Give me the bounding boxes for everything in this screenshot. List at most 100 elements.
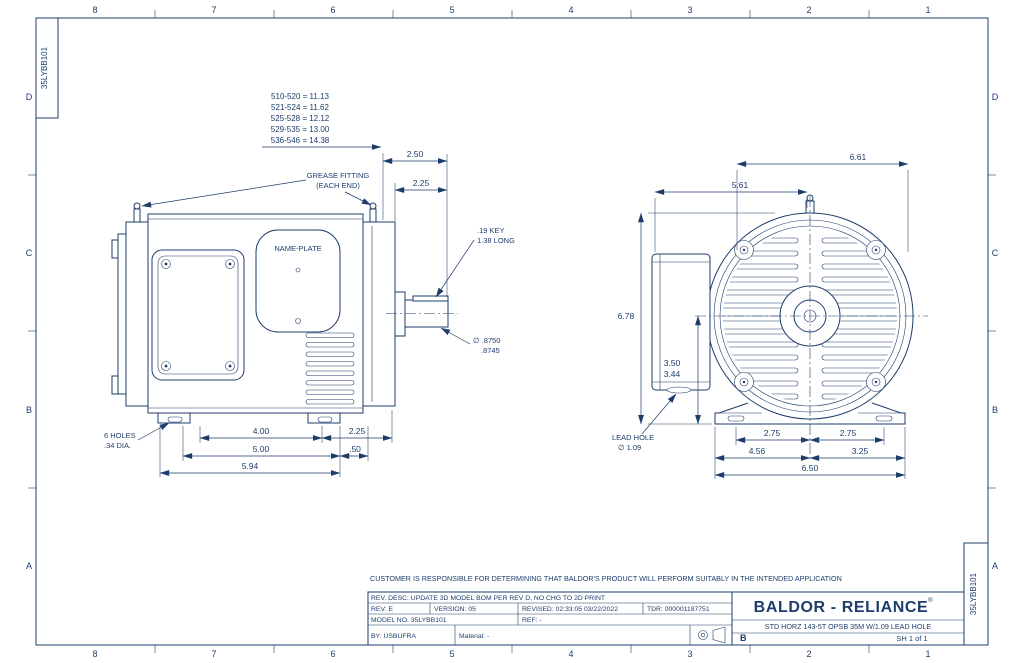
zone-row-label: D bbox=[26, 92, 33, 102]
grease-fitting-left bbox=[133, 202, 141, 223]
shaft-dia-line1: ∅ .8750 bbox=[473, 336, 500, 345]
zone-row-label: C bbox=[992, 248, 999, 258]
nameplate: NAME-PLATE bbox=[255, 229, 341, 333]
dim-base-overall: 6.50 bbox=[802, 463, 819, 473]
zone-col-label: 5 bbox=[449, 5, 454, 15]
dim-foot-right: 2.75 bbox=[840, 428, 857, 438]
zone-labels-right: D C B A bbox=[992, 92, 999, 571]
shaft-dia-line2: .8745 bbox=[481, 346, 500, 355]
dim-shaft-height-min: 3.44 bbox=[664, 369, 681, 379]
zone-col-label: 2 bbox=[806, 5, 811, 15]
dim-foot-to-face: 2.25 bbox=[349, 426, 366, 436]
by: BY: USBUFRA bbox=[371, 633, 416, 640]
lead-hole-line1: LEAD HOLE bbox=[612, 433, 654, 442]
disclaimer-text: CUSTOMER IS RESPONSIBLE FOR DETERMINING … bbox=[370, 574, 842, 583]
zone-col-label: 7 bbox=[211, 649, 216, 659]
zone-labels-bottom: 8 7 6 5 4 3 2 1 bbox=[92, 649, 930, 659]
zone-ticks bbox=[28, 10, 996, 653]
grease-fitting-callout: GREASE FITTING (EACH END) bbox=[141, 171, 372, 208]
lead-hole-line2: ∅ 1.09 bbox=[618, 443, 641, 452]
lead-hole bbox=[666, 386, 692, 394]
holes-label-line2: .34 DIA. bbox=[104, 441, 131, 450]
end-view-motor bbox=[651, 194, 928, 462]
end-view: 6.61 5.61 6.78 3.50 3.44 LEAD HOLE ∅ 1.0… bbox=[612, 152, 928, 479]
dim-overall-base: 5.94 bbox=[242, 461, 259, 471]
title-block: REV. DESC: UPDATE 3D MODEL BOM PER REV D… bbox=[367, 591, 965, 646]
vent-slots bbox=[305, 332, 355, 405]
dim-overhang: .50 bbox=[349, 444, 361, 454]
sheet-number: SH 1 of 1 bbox=[896, 634, 927, 643]
length-table-row: 510-520 = 11.13 bbox=[271, 92, 329, 101]
grease-label-line1: GREASE FITTING bbox=[307, 171, 370, 180]
side-view-dimensions: 510-520 = 11.13 521-524 = 11.62 525-528 … bbox=[104, 92, 515, 477]
side-view-motor: NAME-PLATE bbox=[111, 202, 458, 424]
length-table-row: 521-524 = 11.62 bbox=[271, 103, 329, 112]
end-view-dimensions: 6.61 5.61 6.78 3.50 3.44 LEAD HOLE ∅ 1.0… bbox=[612, 152, 909, 479]
drawing-description: STD HORZ 143-5T OPSB 35M W/1.09 LEAD HOL… bbox=[765, 622, 932, 631]
zone-row-label: A bbox=[26, 561, 32, 571]
key-callout: .19 KEY 1.38 LONG bbox=[435, 226, 515, 298]
grease-fitting-right bbox=[369, 202, 377, 223]
side-view: NAME-PLATE bbox=[104, 92, 515, 477]
length-table-row: 529-535 = 13.00 bbox=[271, 125, 330, 134]
doc-number-vertical: 35LYBB101 bbox=[40, 46, 49, 89]
key-label-line1: .19 KEY bbox=[477, 226, 505, 235]
conduit-box-end bbox=[651, 253, 711, 394]
zone-col-label: 7 bbox=[211, 5, 216, 15]
rev-desc: REV. DESC: UPDATE 3D MODEL BOM PER REV D… bbox=[371, 595, 605, 602]
dim-height-overall: 6.78 bbox=[618, 311, 635, 321]
dim-foot-left: 2.75 bbox=[764, 428, 781, 438]
tdr: TDR: 000001187751 bbox=[647, 606, 710, 613]
bolt-bosses bbox=[734, 240, 886, 392]
brand-logo: BALDOR - RELIANCE bbox=[754, 599, 929, 616]
dim-width-box: 5.61 bbox=[732, 180, 749, 190]
zone-labels-left: D C B A bbox=[26, 92, 33, 571]
shaft bbox=[386, 291, 458, 337]
zone-labels-top: 8 7 6 5 4 3 2 1 bbox=[92, 5, 930, 15]
zone-col-label: 5 bbox=[449, 649, 454, 659]
dim-base-right: 3.25 bbox=[852, 446, 869, 456]
dim-shaft-height-max: 3.50 bbox=[664, 358, 681, 368]
material: Material: - bbox=[459, 633, 489, 640]
zone-col-label: 8 bbox=[92, 649, 97, 659]
revised: REVISED: 02:33:05 03/22/2022 bbox=[522, 606, 618, 613]
brand-logo-reg: ® bbox=[928, 596, 933, 604]
conduit-box-side bbox=[151, 249, 245, 381]
zone-col-label: 4 bbox=[568, 5, 573, 15]
doc-number-box-top-left: 35LYBB101 bbox=[35, 17, 59, 119]
dim-base-len: 5.00 bbox=[253, 444, 270, 454]
zone-row-label: C bbox=[26, 248, 33, 258]
zone-row-label: D bbox=[992, 92, 999, 102]
ref: REF: - bbox=[522, 617, 542, 624]
doc-number-vertical: 35LYBB101 bbox=[969, 572, 978, 615]
version: VERSION: 05 bbox=[434, 606, 476, 613]
shaft-dia-callout: ∅ .8750 .8745 bbox=[440, 327, 500, 355]
projection-symbol bbox=[698, 626, 726, 644]
zone-row-label: B bbox=[992, 405, 998, 415]
rev: REV: E bbox=[371, 606, 393, 613]
model-no: MODEL NO. 35LYBB101 bbox=[371, 617, 447, 624]
length-table-row: 536-546 = 14.38 bbox=[271, 136, 330, 145]
zone-col-label: 3 bbox=[687, 5, 692, 15]
length-table-row: 525-528 = 12.12 bbox=[271, 114, 330, 123]
zone-row-label: B bbox=[26, 405, 32, 415]
zone-col-label: 1 bbox=[925, 5, 930, 15]
zone-col-label: 8 bbox=[92, 5, 97, 15]
lead-hole-callout: LEAD HOLE ∅ 1.09 bbox=[612, 393, 677, 452]
doc-number-box-bottom-right: 35LYBB101 bbox=[963, 542, 989, 646]
zone-col-label: 1 bbox=[925, 649, 930, 659]
nameplate-label: NAME-PLATE bbox=[274, 244, 321, 253]
drawing-size: B bbox=[740, 633, 747, 643]
holes-callout: 6 HOLES .34 DIA. bbox=[104, 422, 170, 450]
dim-width-overall: 6.61 bbox=[850, 152, 867, 162]
dim-base-left: 4.56 bbox=[749, 446, 766, 456]
zone-col-label: 6 bbox=[330, 5, 335, 15]
dim-shaft-len: 2.25 bbox=[413, 178, 430, 188]
zone-row-label: A bbox=[992, 561, 998, 571]
length-table: 510-520 = 11.13 521-524 = 11.62 525-528 … bbox=[262, 92, 382, 150]
mounting-feet-side bbox=[157, 412, 341, 424]
zone-col-label: 3 bbox=[687, 649, 692, 659]
dim-foot-span: 4.00 bbox=[253, 426, 270, 436]
